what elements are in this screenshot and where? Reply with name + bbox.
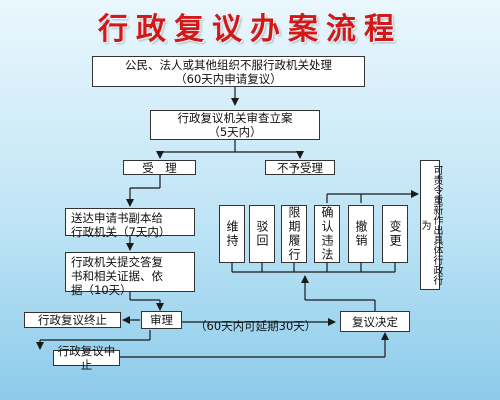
terminate-box: 行政复议终止	[24, 312, 121, 328]
decision-label: 复议决定	[352, 314, 398, 329]
submit-box: 行政机关提交答复 书和相关证据、依 据（10天）	[65, 252, 195, 297]
review-line1: 行政复议机关审查立案	[177, 111, 293, 125]
review-line2: （5天内）	[208, 125, 262, 139]
submit-line3: 据（10天）	[71, 283, 132, 297]
suspend-box: 行政复议中止	[53, 344, 120, 372]
reject-label: 不予受理	[277, 160, 323, 175]
decision-revoke: 撤销	[348, 205, 374, 263]
serve-line1: 送达申请书副本给	[71, 211, 163, 225]
period-note: （60天内可延期30天）	[195, 319, 317, 333]
decision-perform: 限期履行	[281, 205, 307, 263]
terminate-label: 行政复议终止	[38, 313, 107, 327]
decision-confirm-illegal: 确认违法	[314, 205, 340, 263]
suspend-label: 行政复议中止	[57, 344, 116, 372]
submit-line2: 书和相关证据、依	[71, 269, 163, 283]
decision-dismiss: 驳回	[249, 205, 275, 263]
order-redo-box: 可责令重新作出具体行政行为	[419, 160, 442, 290]
application-line1: 公民、法人或其他组织不服行政机关处理	[125, 57, 332, 72]
page-title: 行政复议办案流程	[98, 12, 402, 47]
serve-line2: 行政机关（7天内）	[71, 225, 171, 239]
decision-uphold: 维持	[219, 205, 245, 263]
accept-box: 受 理	[123, 160, 196, 175]
trial-box: 审理	[141, 311, 182, 329]
decision-modify: 变更	[382, 205, 408, 263]
submit-line1: 行政机关提交答复	[71, 255, 163, 269]
review-box: 行政复议机关审查立案 （5天内）	[150, 110, 320, 140]
application-box: 公民、法人或其他组织不服行政机关处理 （60天内申请复议）	[92, 56, 365, 87]
accept-label: 受 理	[142, 160, 177, 175]
trial-label: 审理	[150, 313, 173, 327]
decision-box: 复议决定	[340, 311, 410, 332]
application-line2: （60天内申请复议）	[175, 71, 282, 86]
serve-box: 送达申请书副本给 行政机关（7天内）	[65, 208, 195, 239]
reject-box: 不予受理	[265, 160, 335, 175]
